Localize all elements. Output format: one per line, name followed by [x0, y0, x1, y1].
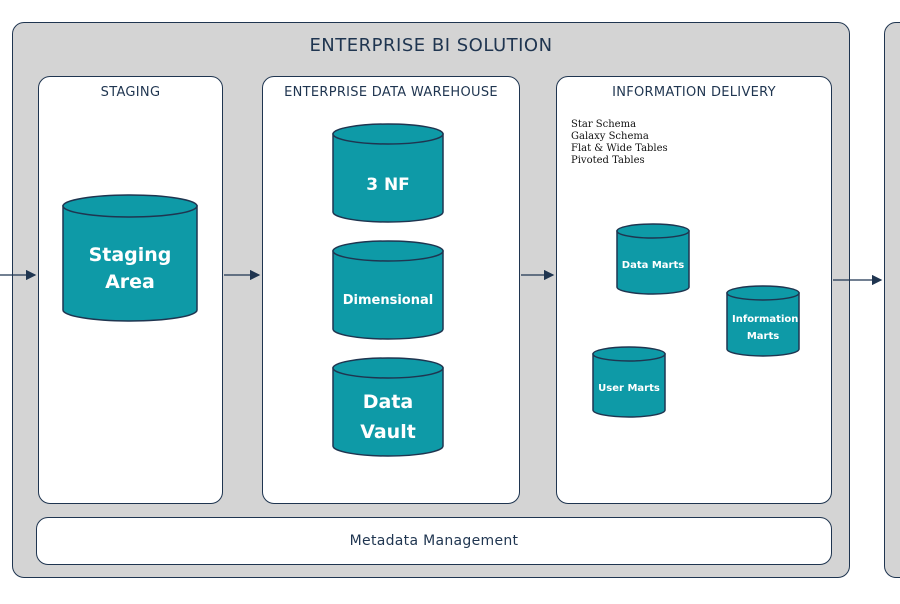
data-warehouse-title: ENTERPRISE DATA WAREHOUSE	[284, 85, 498, 100]
data-vault-cylinder: Data Vault	[332, 357, 444, 457]
metadata-management-bar: Metadata Management	[36, 517, 832, 565]
user-marts-cylinder: User Marts	[592, 346, 666, 418]
schema-item: Galaxy Schema	[571, 131, 649, 142]
staging-title: STAGING	[100, 85, 161, 100]
information-delivery-title: INFORMATION DELIVERY	[612, 85, 776, 100]
data-vault-label: Data Vault	[360, 391, 416, 443]
information-marts-cylinder: Information Marts	[726, 285, 800, 357]
staging-area-cylinder: Staging Area	[62, 194, 198, 322]
3nf-label: 3 NF	[366, 175, 410, 195]
data-marts-cylinder: Data Marts	[616, 223, 690, 295]
schema-item: Pivoted Tables	[571, 155, 645, 166]
information-marts-label: Information Marts	[732, 314, 799, 342]
3nf-cylinder: 3 NF	[332, 123, 444, 223]
dimensional-label: Dimensional	[342, 293, 434, 308]
staging-area-label: Staging Area	[88, 244, 172, 293]
user-marts-label: User Marts	[598, 383, 660, 394]
schema-item: Flat & Wide Tables	[571, 143, 668, 154]
dimensional-cylinder: Dimensional	[332, 240, 444, 340]
next-stage-container	[884, 22, 900, 578]
solution-title: ENTERPRISE BI SOLUTION	[309, 35, 553, 56]
schema-list: Star Schema Galaxy Schema Flat & Wide Ta…	[571, 119, 668, 167]
data-marts-label: Data Marts	[621, 260, 685, 271]
schema-item: Star Schema	[571, 119, 637, 130]
